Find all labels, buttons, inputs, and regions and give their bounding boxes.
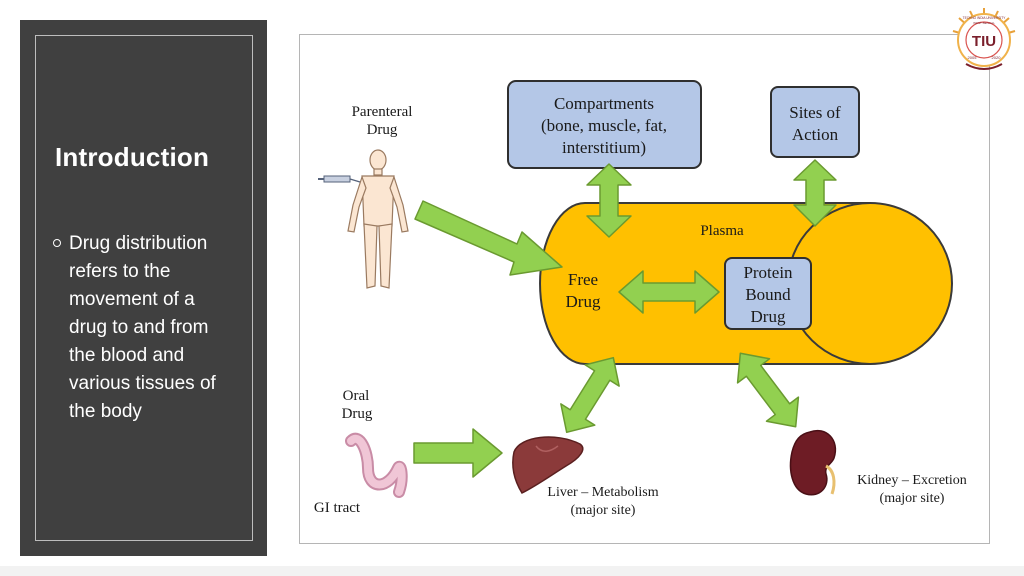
logo-year: 2005 [968,55,978,60]
syringe-icon [318,175,361,183]
kidney-label: Kidney – Excretion [857,473,967,488]
bullet-line: various tissues of [69,373,216,394]
logo-year: 2020 [992,55,1002,60]
liver-icon [512,436,584,494]
liver-label: (major site) [571,503,636,518]
logo-ring-text: TECHNO INDIA UNIVERSITY [963,16,1007,20]
kidney-label: (major site) [880,491,945,506]
sidebar-panel: Introduction Drug distribution refers to… [20,20,267,556]
oral-drug-label: Oral [343,388,370,404]
human-body-icon [347,149,409,289]
protein-bound-box [724,257,812,330]
bottom-band [0,566,1024,576]
logo-ring-text: WEST BENGAL [973,21,995,25]
double-arrow-icon [560,356,620,434]
sidebar-frame [35,35,253,541]
sites-label: Action [792,125,839,144]
sites-label: Sites of [789,103,841,122]
university-logo: TIU TECHNO INDIA UNIVERSITY WEST BENGAL … [952,8,1016,70]
double-arrow-icon [618,270,720,314]
gi-tract-label: GI tract [314,500,361,516]
parenteral-drug-label: Parenteral [352,104,413,120]
parenteral-drug-label: Drug [367,122,398,138]
slide-title: Introduction [55,142,210,172]
bullet-line: drug to and from [69,317,209,338]
liver-label: Liver – Metabolism [547,485,658,500]
compartments-label: interstitium) [562,138,646,157]
compartments-label: (bone, muscle, fat, [541,116,667,135]
intro-bullet: Drug distribution refers to the movement… [53,230,253,426]
double-arrow-icon [736,352,800,428]
bullet-line: refers to the [69,261,171,282]
plasma-label: Plasma [700,223,744,239]
protein-bound-label: Protein [743,263,793,282]
bullet-ring-icon [53,239,61,247]
bullet-line: the body [69,401,142,422]
free-drug-label: Drug [566,292,601,311]
double-arrow-icon [793,159,837,227]
double-arrow-icon [586,163,632,238]
oral-arrow-icon [413,428,503,478]
bullet-line: the blood and [69,345,185,366]
bullet-line: movement of a [69,289,195,310]
bullet-line: Drug distribution [69,233,208,254]
logo-text: TIU [972,33,996,50]
protein-bound-label: Bound [745,285,791,304]
protein-bound-label: Drug [751,307,786,326]
kidney-icon [789,429,837,496]
compartments-label: Compartments [554,94,654,113]
parenteral-arrow-icon [414,200,563,276]
free-drug-label: Free [568,270,598,289]
oral-drug-label: Drug [342,406,373,422]
sites-of-action-box [770,86,860,158]
